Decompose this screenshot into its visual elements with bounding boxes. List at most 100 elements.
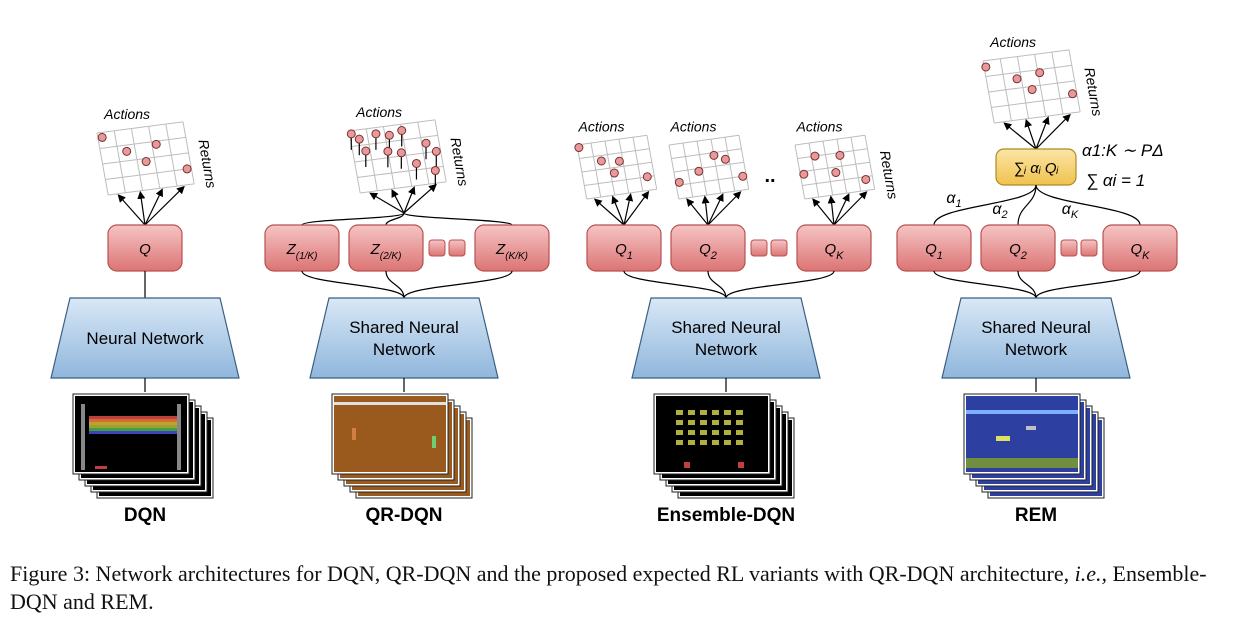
action-return-point (1068, 89, 1078, 99)
invader (724, 410, 731, 415)
grid-line (348, 119, 436, 132)
head-connector (623, 270, 727, 299)
invader (712, 420, 719, 425)
head-connector (1035, 184, 1141, 226)
surface (966, 410, 1078, 414)
action-arrow (593, 198, 625, 226)
head-box (348, 224, 424, 272)
action-return-point (122, 146, 132, 156)
network-shape (941, 297, 1131, 379)
grid-line (360, 181, 447, 194)
alpha-label: α1 (946, 190, 961, 210)
brick-row (89, 419, 181, 422)
action-return-point (831, 168, 841, 178)
rem-head: Q1 (896, 224, 972, 272)
invader (712, 440, 719, 445)
invader (712, 410, 719, 415)
qrdqn-game-frames (331, 393, 473, 499)
ellipsis-box (428, 239, 446, 257)
action-arrow (144, 188, 163, 226)
action-arrow (137, 190, 146, 226)
action-arrow (1003, 122, 1037, 150)
grid-line (985, 64, 1072, 77)
grid-line (994, 111, 1081, 124)
network-label: Shared Neural (671, 318, 781, 337)
seabed (966, 458, 1078, 468)
network-label: Neural Network (86, 329, 204, 348)
ensemble-head: Q2 (670, 224, 746, 272)
head-connector (933, 270, 1037, 299)
action-arrow (707, 193, 724, 226)
head-box (474, 224, 550, 272)
grid-line (668, 134, 740, 146)
invader (688, 440, 695, 445)
action-return-point (384, 130, 394, 140)
action-return-point (1027, 85, 1037, 95)
action-return-point (981, 62, 991, 72)
bunker (738, 462, 744, 468)
returns-label: Returns (877, 149, 901, 200)
ellipsis-box (750, 239, 768, 257)
action-return-point (371, 129, 381, 139)
action-return-point (383, 146, 393, 156)
invader (736, 430, 743, 435)
action-arrow (391, 189, 405, 214)
ellipsis-box (770, 239, 788, 257)
head-connector (1017, 270, 1037, 299)
action-return-point (609, 168, 619, 178)
head-connector (385, 270, 405, 299)
head-connector (1017, 184, 1037, 226)
grid-line (351, 134, 438, 147)
action-return-point (431, 146, 441, 156)
invader (724, 430, 731, 435)
caption-suffix: Ensemble-DQN and REM. (10, 561, 1207, 614)
network-label: Shared Neural (981, 318, 1091, 337)
invader (688, 410, 695, 415)
dqn-game-frames (72, 393, 214, 499)
dqn-network: Neural Network (50, 297, 240, 379)
action-return-point (835, 150, 845, 160)
grid-line (96, 121, 184, 134)
actions-label: Actions (103, 106, 150, 122)
head-connector (725, 270, 835, 299)
action-arrow (1035, 113, 1071, 150)
head-connector (1035, 270, 1141, 299)
action-return-point (182, 164, 192, 174)
grid-line (676, 175, 747, 186)
grid-line (673, 161, 744, 173)
action-arrow (833, 191, 868, 226)
grid-line (105, 167, 192, 180)
brick-row (89, 422, 181, 425)
action-arrow (403, 183, 437, 214)
action-arrow (812, 198, 835, 226)
action-return-point (694, 166, 704, 176)
caption-prefix: Figure 3: Network architectures for DQN,… (10, 561, 1075, 586)
action-return-point (97, 132, 107, 142)
action-return-point (596, 156, 606, 166)
brick-row (89, 428, 181, 431)
action-return-point (1012, 74, 1022, 84)
grid-line (678, 188, 749, 200)
invader (688, 420, 695, 425)
action-arrow (611, 195, 625, 226)
rem-head: Q2 (980, 224, 1056, 272)
submarine (996, 436, 1010, 441)
grid-line (579, 148, 650, 159)
action-arrow (403, 186, 416, 214)
action-return-point (861, 174, 871, 184)
grid-line (1068, 49, 1081, 112)
invader (724, 420, 731, 425)
game-frame (334, 396, 446, 472)
invader (676, 440, 683, 445)
dqn-title: DQN (124, 505, 166, 526)
head-connector (403, 212, 513, 226)
network-label: Network (373, 340, 436, 359)
network-shape (309, 297, 499, 379)
head-label: Q (139, 241, 151, 258)
